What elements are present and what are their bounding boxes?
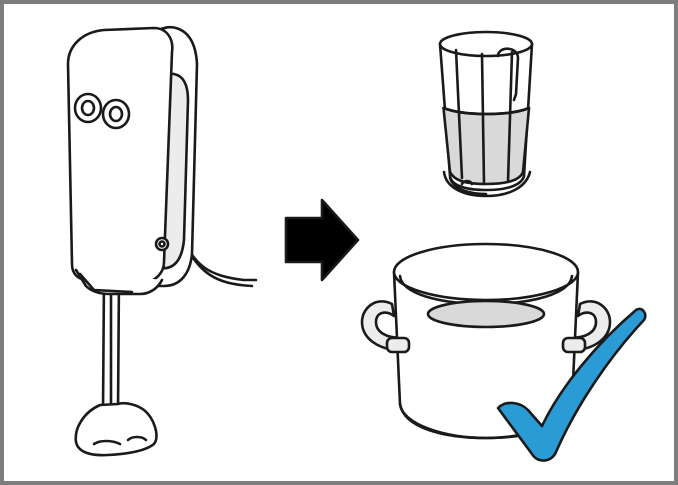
right-arrow-icon [284,198,360,282]
beaker-liquid [442,106,531,186]
check-mark-icon [496,307,647,462]
blender-foot [74,401,158,457]
measuring-beaker-icon [438,30,534,198]
hand-blender-icon [66,25,258,457]
cooking-pot-icon [360,242,612,440]
pot-liquid [426,299,546,329]
instruction-illustration [66,25,647,462]
speed-buttons [73,92,131,130]
motor-body [66,26,174,284]
